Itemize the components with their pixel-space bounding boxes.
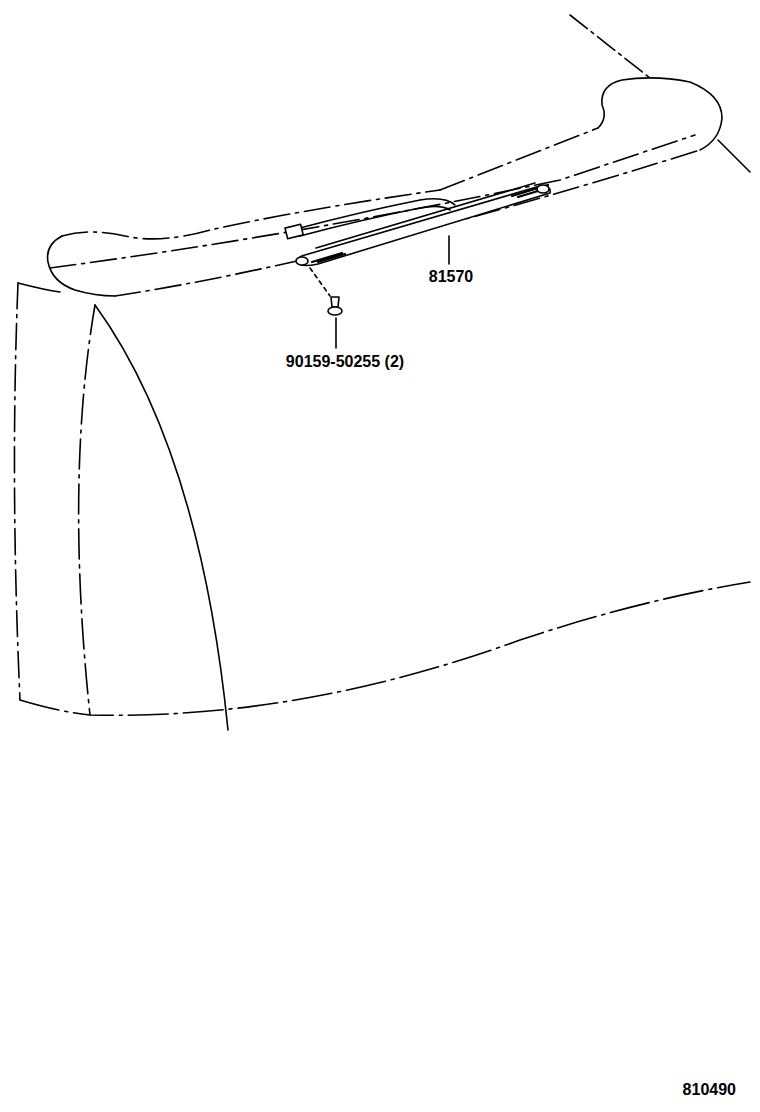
body-line [570, 15, 650, 78]
spoiler-outline [440, 128, 598, 190]
body-line [14, 283, 20, 700]
stop-lamp [316, 183, 535, 248]
body-line [18, 283, 60, 292]
stop-lamp [312, 185, 548, 262]
wire-connector [285, 224, 303, 239]
leader-line [335, 318, 337, 348]
screw [328, 307, 342, 315]
body-line [20, 582, 750, 715]
leader-line [448, 236, 450, 264]
spoiler-outline [598, 78, 722, 150]
spoiler-outline [115, 150, 700, 296]
stop-lamp [537, 185, 549, 193]
body-line [79, 305, 95, 715]
stop-lamp [296, 257, 308, 265]
spoiler-outline [50, 135, 695, 268]
screw-axis [310, 268, 330, 296]
spoiler-outline [48, 236, 115, 296]
screw [331, 297, 339, 307]
stop-lamp [298, 186, 550, 266]
body-line [95, 305, 228, 730]
callout-number: 81570 [427, 268, 476, 286]
body-line [718, 140, 750, 172]
part-number: 90159-50255 (2) [284, 353, 406, 371]
diagram-number: 810490 [681, 1081, 738, 1099]
